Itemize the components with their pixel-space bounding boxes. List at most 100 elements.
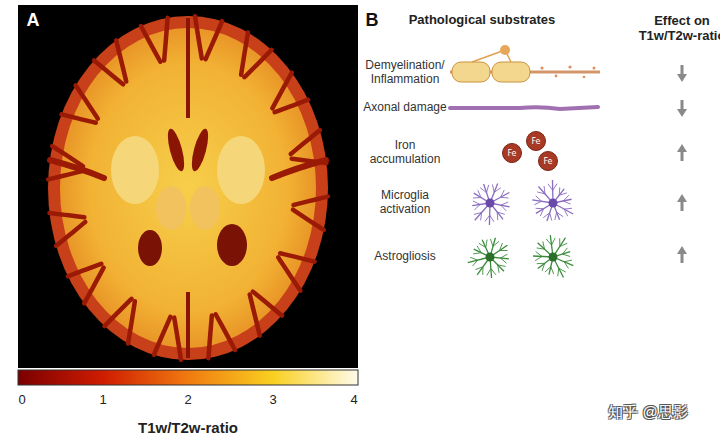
cell-branch [473, 253, 481, 254]
row-label: Demyelination/ Inflammation [361, 59, 449, 87]
cell-branch [559, 238, 560, 246]
sulcus [250, 294, 260, 335]
cell-branch [501, 190, 505, 197]
sulcus [293, 210, 324, 230]
tick-label: 3 [269, 393, 276, 408]
cell-branch [562, 254, 570, 256]
cell-branch [564, 209, 568, 216]
iron-circle-shape [503, 144, 522, 163]
cell-branch [564, 260, 572, 262]
cell-branch [564, 208, 572, 210]
cell-branch [559, 268, 566, 272]
sulcus [141, 26, 160, 62]
cell-branch [474, 204, 480, 209]
cell-branch [564, 262, 568, 269]
cell-branch [487, 185, 489, 193]
sulcus [116, 40, 126, 81]
sulcus [291, 130, 320, 154]
down-arrow [677, 100, 687, 117]
sulcus [128, 301, 135, 343]
damaged-axon [450, 107, 598, 109]
cell-branch [557, 212, 564, 217]
cell-branch [498, 265, 499, 273]
cell-branch [558, 268, 559, 276]
iron-particle: Fe [538, 151, 558, 171]
sulcus [76, 85, 98, 118]
cell-branch [498, 265, 506, 267]
row-label: Iron accumulation [361, 139, 449, 167]
down-arrow [677, 65, 687, 82]
cell-branch [555, 212, 557, 220]
cell-branch [500, 258, 506, 263]
oligodendrocyte [500, 45, 510, 55]
cell-branch [546, 239, 551, 245]
iron-particle: Fe [526, 131, 546, 151]
microglia-cell [532, 180, 573, 221]
cell-branch [537, 263, 545, 264]
cell-branch [473, 197, 481, 198]
cell-branch [535, 256, 542, 260]
sulcus [164, 18, 167, 61]
cell-body [486, 199, 495, 208]
cell-branch [482, 267, 483, 275]
cell-branch [559, 187, 561, 195]
sulcus [105, 299, 132, 326]
cell-branch [544, 186, 546, 194]
sulcus [272, 73, 291, 109]
cell-branch [540, 209, 543, 216]
image-background [18, 5, 358, 368]
cell-branch [560, 243, 567, 246]
iron-circle-shape [527, 132, 546, 151]
column-header: Effect on T1w/T2w-ratio [632, 14, 720, 44]
sulcus [48, 171, 82, 179]
cell-branch [478, 190, 481, 197]
myelin-sheath [452, 62, 490, 82]
ventricle [217, 224, 247, 266]
basal-ganglia [111, 136, 159, 204]
process [472, 50, 505, 62]
tick-label: 2 [184, 393, 191, 408]
sulcus [68, 264, 101, 276]
tick-label: 0 [18, 393, 25, 408]
axis-title: T1w/T2w-ratio [138, 419, 238, 436]
sulcus [216, 314, 235, 350]
cell-branch [486, 240, 487, 248]
cell-branch [490, 215, 494, 222]
cell-body [486, 253, 495, 262]
sylvian-fissure [272, 160, 326, 178]
up-arrow [677, 194, 687, 211]
cell-branch [550, 213, 552, 221]
sulcus [195, 16, 202, 58]
sulcus [84, 268, 103, 304]
element-symbol: Fe [502, 143, 522, 163]
cell-branch [497, 212, 505, 214]
cell-branch [501, 202, 508, 205]
cell-branch [562, 248, 567, 254]
sulcus [206, 21, 223, 59]
up-arrow [677, 144, 687, 161]
cell-branch [492, 184, 494, 192]
brain-map [48, 16, 328, 360]
midline-fissure [186, 18, 190, 118]
cell-branch [534, 201, 541, 204]
tick-label: 1 [99, 393, 106, 408]
tick-label: 4 [350, 393, 357, 408]
sulcus [94, 60, 123, 84]
cell-branch [491, 269, 496, 275]
debris [540, 65, 595, 78]
cell-branch [497, 212, 499, 220]
cell-branch [480, 188, 486, 193]
element-symbol: Fe [538, 151, 558, 171]
sylvian-fissure [50, 160, 104, 178]
cell-branch [500, 254, 507, 258]
myelin-sheath [492, 62, 530, 82]
glia-cells [468, 180, 574, 278]
sulcus [280, 253, 314, 261]
element-symbol: Fe [526, 131, 546, 151]
cell-branch [493, 241, 499, 246]
cell-branch [490, 239, 493, 247]
up-arrow [677, 246, 687, 263]
row-label: Microglia activation [361, 189, 449, 217]
ventricle [165, 127, 188, 173]
